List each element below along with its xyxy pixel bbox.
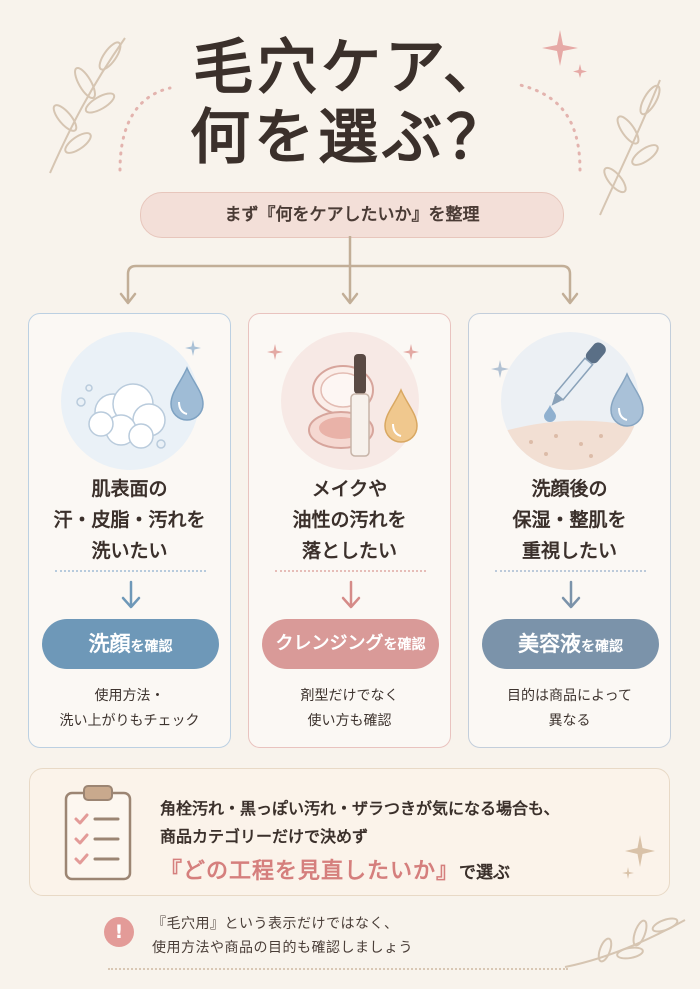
arrow-down-icon xyxy=(341,580,361,609)
warning-icon: ! xyxy=(104,917,134,947)
check-serum-button[interactable]: 美容液を確認 xyxy=(482,619,659,669)
page-title-line1: 毛穴ケア、 xyxy=(193,33,507,103)
card-heading: 洗顔後の 保湿・整肌を 重視したい xyxy=(512,478,627,562)
card-heading: 肌表面の 汗・皮脂・汚れを 洗いたい xyxy=(53,478,206,562)
warning-note: 『毛穴用』という表示だけではなく、 使用方法や商品の目的も確認しましょう xyxy=(152,916,413,956)
leaf-decoration-left-icon xyxy=(49,37,126,174)
mascara-icon xyxy=(350,354,370,457)
sparkle-small-icon xyxy=(185,340,201,356)
summary-line3: 『どの工程を見直したいか』で選ぶ xyxy=(160,859,511,884)
card-serum: 洗顔後の 保湿・整肌を 重視したい 美容液を確認 目的は商品によって 異なる xyxy=(468,313,671,748)
summary-line1: 角栓汚れ・黒っぽい汚れ・ザラつきが気になる場合も、 xyxy=(160,799,560,818)
sparkle-small-icon xyxy=(267,344,283,360)
oil-drop-icon xyxy=(384,388,418,443)
checklist-clipboard-icon xyxy=(64,785,132,881)
check-cleansing-button[interactable]: クレンジングを確認 xyxy=(262,619,439,669)
branch-connector xyxy=(119,236,579,305)
dotted-arc-decoration-icon xyxy=(118,83,582,172)
dropper-icon xyxy=(551,342,606,406)
leaf-decoration-bottom-icon xyxy=(564,917,686,968)
card-note: 目的は商品によって 異なる xyxy=(507,688,632,729)
arrow-down-icon xyxy=(121,580,141,609)
card-face-wash: 肌表面の 汗・皮脂・汚れを 洗いたい 洗顔を確認 使用方法・ 洗い上がりもチェッ… xyxy=(28,313,231,748)
divider xyxy=(55,570,206,572)
sparkle-icon xyxy=(622,835,655,879)
foam-bubbles-icon xyxy=(76,383,166,449)
page-title-line2: 何を選ぶ？ xyxy=(190,103,510,173)
sparkle-small-icon xyxy=(491,360,509,378)
divider xyxy=(275,570,426,572)
subtitle-pill: まず『何をケアしたいか』を整理 xyxy=(140,192,564,238)
skin-surface-icon xyxy=(501,420,639,470)
sparkle-icon xyxy=(542,30,587,78)
serum-drop-icon xyxy=(544,405,556,422)
sparkle-small-icon xyxy=(403,344,419,360)
arrow-down-icon xyxy=(561,580,581,609)
card-heading: メイクや 油性の汚れを 落としたい xyxy=(292,478,407,562)
foam-illustration xyxy=(61,332,199,470)
footer-divider xyxy=(108,968,568,970)
water-drop-icon xyxy=(170,366,204,421)
card-note: 剤型だけでなく 使い方も確認 xyxy=(300,688,399,729)
summary-box: 角栓汚れ・黒っぽい汚れ・ザラつきが気になる場合も、 商品カテゴリーだけで決めず … xyxy=(29,768,670,896)
card-cleansing: メイクや 油性の汚れを 落としたい クレンジングを確認 剤型だけでなく 使い方も… xyxy=(248,313,451,748)
water-drop-icon xyxy=(610,372,644,427)
divider xyxy=(495,570,646,572)
summary-line2: 商品カテゴリーだけで決めず xyxy=(160,827,369,846)
leaf-decoration-right-icon xyxy=(599,79,661,216)
card-note: 使用方法・ 洗い上がりもチェック xyxy=(59,688,200,729)
check-face-wash-button[interactable]: 洗顔を確認 xyxy=(42,619,219,669)
